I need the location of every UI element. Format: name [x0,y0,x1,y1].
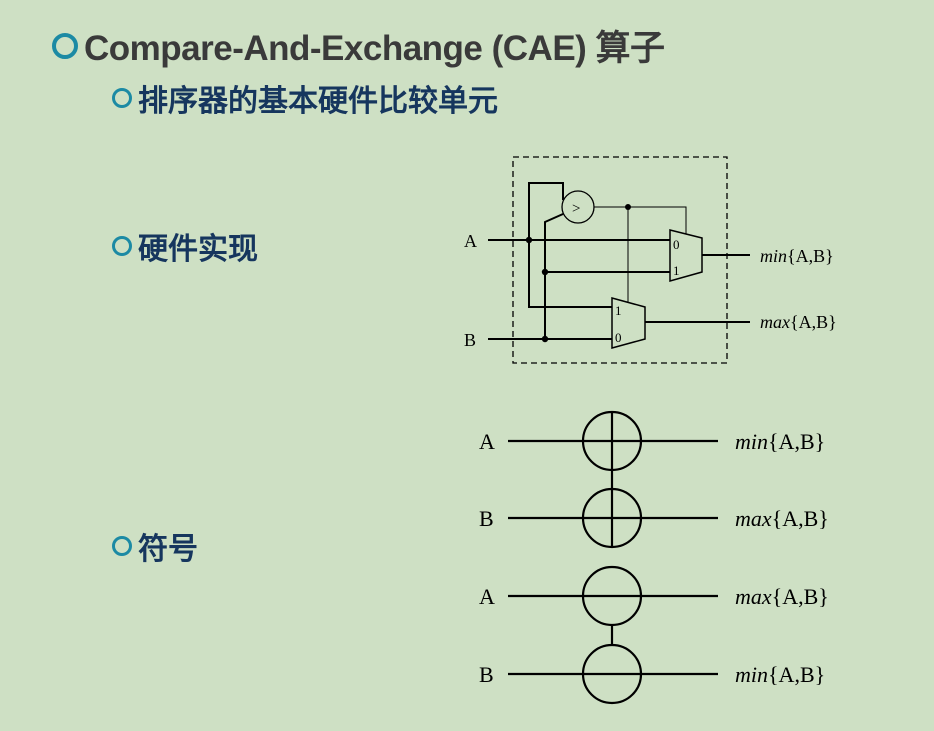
circuit-output-min-label: min{A,B} [760,246,834,266]
wire-select-top [594,206,687,234]
symbol1-input-a: A [479,429,495,454]
mux-top-input1-label: 1 [673,263,680,278]
circuit-input-a-label: A [464,231,477,251]
mux-bottom [611,297,646,349]
symbol1-output-bottom: max{A,B} [735,506,829,531]
junction-dot [625,204,631,210]
bullet-ring-icon [52,32,78,59]
wire-b-to-comparator [544,213,564,339]
bullet-ring-icon [112,536,132,556]
slide-title-text: Compare-And-Exchange (CAE) 算子 [84,29,665,68]
symbol1-output-top: min{A,B} [735,429,825,454]
symbol2-output-bottom: min{A,B} [735,662,825,687]
mux-top-input0-label: 0 [673,237,680,252]
cae-symbol-descending [508,565,718,705]
symbol2-input-a: A [479,584,495,609]
comparator-circle [561,190,595,224]
comparator-symbol: > [572,201,580,217]
mux-top [669,229,703,282]
bullet-hardware: 硬件实现 [112,224,258,268]
wire-a-to-comparator [528,182,564,240]
bullet-hardware-text: 硬件实现 [138,233,258,266]
symbol1-input-b: B [479,506,494,531]
bullet-basic-unit-text: 排序器的基本硬件比较单元 [138,85,498,118]
circuit-input-b-label: B [464,330,476,350]
symbol2-output-top: max{A,B} [735,584,829,609]
cae-symbol-ascending [508,410,718,549]
mux-bottom-input0-label: 0 [615,330,622,345]
circuit-output-max-label: max{A,B} [760,312,837,332]
junction-dot [525,236,533,244]
symbol2-input-b: B [479,662,494,687]
wire-a-to-mux-bottom [528,240,612,308]
junction-dot [541,268,549,276]
bullet-basic-unit: 排序器的基本硬件比较单元 [112,76,498,120]
bullet-ring-icon [112,236,132,256]
bullet-ring-icon [112,88,132,108]
mux-bottom-input1-label: 1 [615,303,622,318]
slide-title: Compare-And-Exchange (CAE) 算子 [52,20,665,71]
bullet-symbol: 符号 [112,524,198,568]
bullet-symbol-text: 符号 [138,533,198,566]
junction-dot [541,335,549,343]
